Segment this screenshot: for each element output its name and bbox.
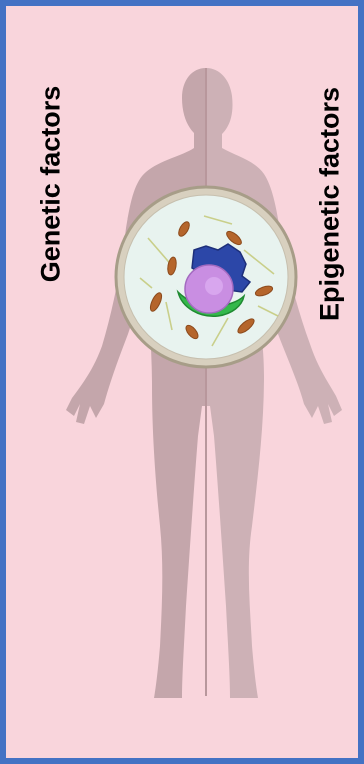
epigenetic-factors-label: Epigenetic factors (317, 87, 344, 321)
human-silhouette-icon (66, 68, 342, 698)
genetic-factors-label: Genetic factors (38, 86, 65, 283)
animal-cell-icon (116, 187, 296, 367)
nucleolus (205, 277, 223, 295)
male-half-silhouette (66, 68, 206, 698)
